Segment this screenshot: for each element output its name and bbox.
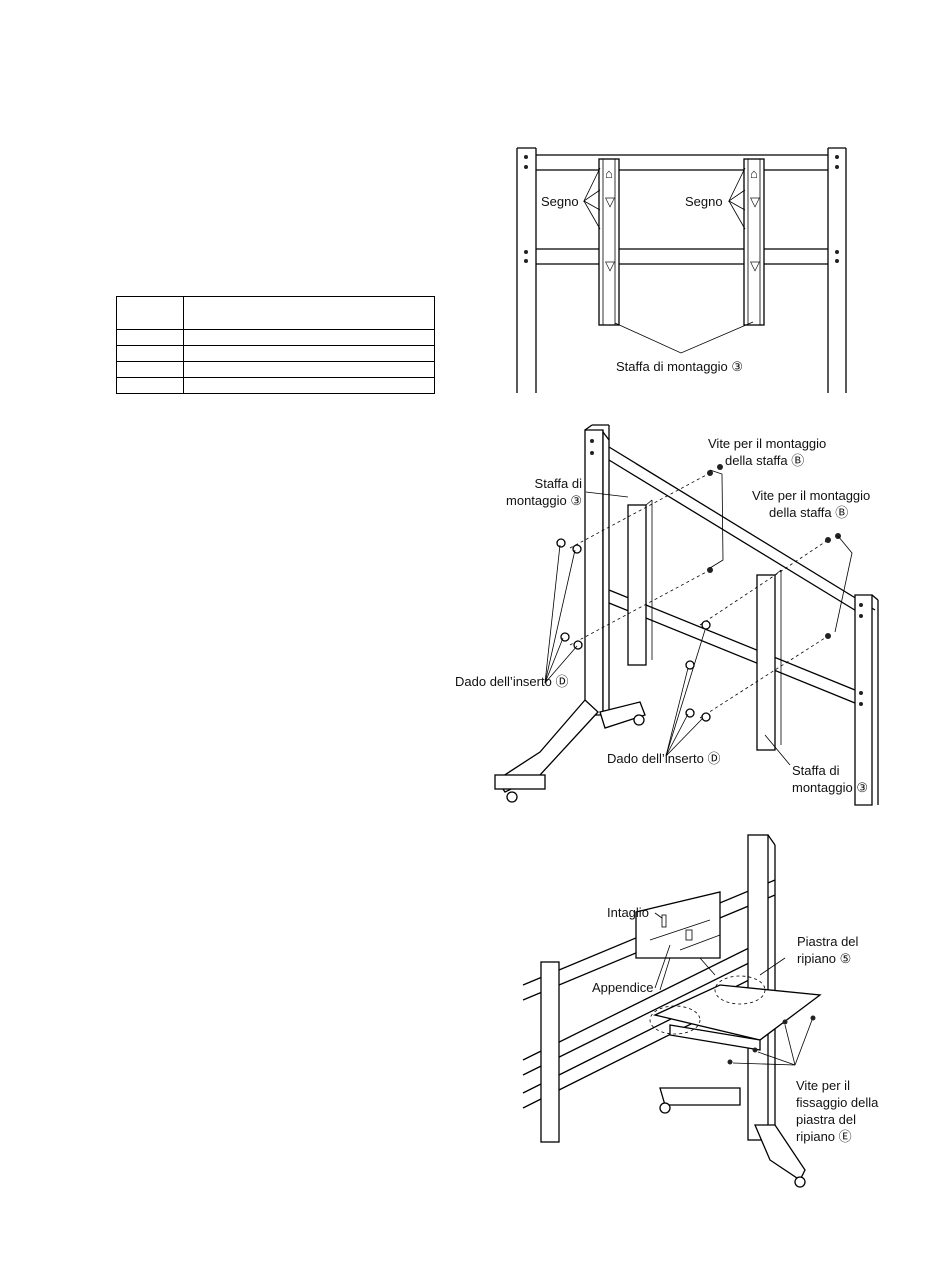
label-fix-screws-4: ripiano Ⓔ	[796, 1129, 852, 1144]
label-fix-screws-1: Vite per il	[796, 1078, 850, 1093]
label-screws-2-line1: Vite per il montaggio	[752, 488, 870, 503]
label-mark-right: Segno	[685, 194, 723, 209]
label-screws-1-line2: della staffa Ⓑ	[725, 453, 804, 468]
label-mounting-bracket: Staffa di montaggio ③	[616, 359, 743, 374]
figure-bracket-marks: ⌂ ▽ ▽ ⌂ ▽ ▽ Segno Segno Staffa di montaggio …	[516, 147, 847, 393]
svg-text:⌂: ⌂	[750, 166, 758, 181]
figure-bracket-screws: Staffa di montaggio ③ Vite per il montag…	[455, 424, 879, 806]
label-mark-left: Segno	[541, 194, 579, 209]
label-notch: Intaglio	[607, 905, 649, 920]
svg-text:▽: ▽	[750, 194, 760, 209]
svg-text:▽: ▽	[605, 194, 615, 209]
label-insert-nut-bottom: Dado dell’inserto Ⓓ	[607, 751, 720, 766]
label-fix-screws-2: fissaggio della	[796, 1095, 879, 1110]
table-row	[116, 377, 435, 394]
svg-text:▽: ▽	[750, 258, 760, 273]
label-bracket-top-2: montaggio ③	[506, 493, 582, 508]
spec-table	[116, 296, 435, 394]
svg-text:▽: ▽	[605, 258, 615, 273]
figure-shelf-plate: Intaglio Appendice Piastra del ripiano ⑤…	[522, 834, 879, 1188]
svg-text:⌂: ⌂	[605, 166, 613, 181]
label-bracket-bottom-1: Staffa di	[792, 763, 840, 778]
label-screws-2-line2: della staffa Ⓑ	[769, 505, 848, 520]
label-fix-screws-3: piastra del	[796, 1112, 856, 1127]
label-screws-1-line1: Vite per il montaggio	[708, 436, 826, 451]
table-cell	[183, 377, 435, 394]
label-shelf-plate-1: Piastra del	[797, 934, 859, 949]
label-bracket-bottom-2: montaggio ③	[792, 780, 868, 795]
label-bracket-top-1: Staffa di	[535, 476, 583, 491]
label-tab: Appendice	[592, 980, 653, 995]
label-shelf-plate-2: ripiano ⑤	[797, 951, 851, 966]
label-insert-nut-left: Dado dell’inserto Ⓓ	[455, 674, 568, 689]
table-row	[116, 345, 435, 362]
